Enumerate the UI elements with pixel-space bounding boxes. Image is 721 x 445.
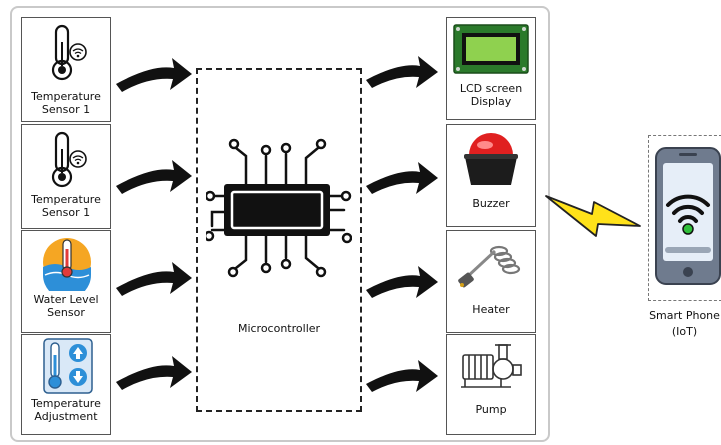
arrow-icon [366, 56, 438, 88]
input-box-temperature-sensor: Temperature Sensor 1 [21, 124, 111, 229]
input-box-temperature-sensor: Temperature Sensor 1 [21, 17, 111, 122]
smartphone-wifi-icon [655, 147, 721, 285]
microcontroller-label: Microcontroller [237, 322, 321, 335]
output-label: Pump [475, 403, 507, 416]
arrow-icon [116, 58, 192, 92]
input-label: Water Level Sensor [33, 293, 99, 319]
arrow-icon [116, 160, 192, 194]
input-box-temperature-adjustment: Temperature Adjustment [21, 334, 111, 435]
output-box-buzzer: Buzzer [446, 124, 536, 227]
output-box-lcd: LCD screen Display [446, 17, 536, 120]
output-label: Heater [472, 303, 510, 316]
smartphone-label: Smart Phone (IoT) [649, 309, 720, 338]
lightning-bolt-icon [545, 195, 641, 237]
output-label: LCD screen Display [459, 82, 523, 108]
output-label: Buzzer [472, 197, 510, 210]
pump-icon [461, 344, 522, 388]
arrow-icon [116, 356, 192, 390]
input-label: Temperature Sensor 1 [31, 193, 101, 219]
arrow-icon [366, 162, 438, 194]
smartphone-frame [648, 135, 721, 301]
microcontroller-box: Microcontroller [196, 68, 362, 412]
input-label: Temperature Sensor 1 [31, 90, 101, 116]
arrows-to-controller [116, 58, 192, 390]
thermometer-wifi-icon [51, 24, 87, 81]
microchip-icon [206, 138, 352, 278]
thermometer-wifi-icon [51, 131, 87, 188]
arrow-icon [366, 360, 438, 392]
arrow-icon [116, 262, 192, 296]
output-box-pump: Pump [446, 334, 536, 435]
input-label: Temperature Adjustment [31, 397, 101, 423]
output-box-heater: Heater [446, 230, 536, 333]
arrows-to-outputs [366, 56, 438, 392]
lcd-screen-icon [453, 24, 529, 74]
arrow-icon [366, 266, 438, 298]
input-box-water-level-sensor: Water Level Sensor [21, 230, 111, 333]
thermostat-arrows-icon [43, 338, 93, 394]
buzzer-icon [464, 133, 518, 185]
water-level-thermometer-icon [43, 238, 91, 291]
heater-coil-icon [458, 245, 521, 288]
